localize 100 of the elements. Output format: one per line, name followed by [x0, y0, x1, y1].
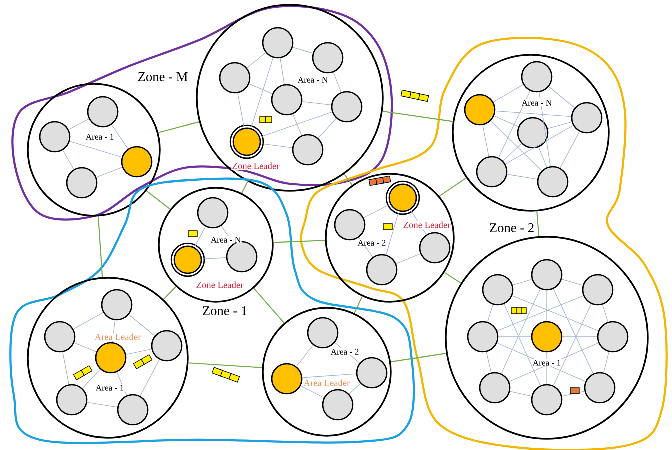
connector-line	[292, 47, 314, 54]
connector-line	[98, 216, 104, 278]
connector-line	[510, 391, 532, 397]
area-circle	[445, 236, 649, 440]
connector-line	[538, 147, 548, 168]
connector-line	[498, 336, 532, 338]
member-node	[39, 121, 71, 153]
connector-line	[560, 132, 580, 168]
connector-line	[503, 143, 522, 162]
member-node	[151, 330, 183, 362]
member-node	[482, 274, 514, 306]
connector-line	[512, 296, 599, 332]
connector-line	[504, 304, 541, 386]
member-node	[582, 274, 614, 306]
connector-line	[274, 240, 326, 244]
member-node	[262, 27, 294, 59]
connector-line	[164, 286, 176, 300]
member-node	[312, 42, 344, 74]
connector-line	[128, 314, 156, 336]
connector-line	[318, 118, 337, 139]
leader-label: Area Leader	[94, 333, 142, 341]
connector-line	[495, 110, 572, 118]
connector-line	[507, 174, 538, 180]
connector-line	[548, 86, 576, 108]
member-node	[87, 96, 119, 128]
connector-line	[96, 167, 123, 178]
member-node	[226, 241, 258, 273]
member-node	[419, 232, 451, 264]
member-node	[517, 117, 549, 149]
connector-line	[251, 58, 274, 128]
member-node	[479, 372, 511, 404]
leader-label: Zone Leader	[402, 221, 452, 229]
connector-line	[562, 391, 586, 397]
connector-line	[292, 114, 302, 136]
connector-line	[548, 122, 572, 130]
connector-line	[246, 52, 266, 68]
connector-line	[296, 345, 314, 367]
connector-line	[396, 254, 421, 264]
member-node	[307, 317, 339, 349]
connector-line	[497, 296, 584, 332]
connector-line	[604, 352, 610, 374]
connector-line	[62, 150, 74, 170]
member-node	[584, 372, 616, 404]
connector-line	[487, 304, 494, 322]
member-node	[356, 357, 388, 389]
leader-node	[230, 124, 264, 160]
area-circle	[158, 187, 274, 303]
connector-line	[82, 369, 101, 389]
connector-line	[539, 92, 551, 167]
connector-line	[74, 342, 97, 352]
leader-node	[386, 180, 420, 216]
area-circle	[262, 307, 392, 437]
connector-line	[344, 174, 353, 186]
connector-line	[140, 360, 160, 396]
connector-line	[70, 141, 122, 158]
area-label: Area - 2	[357, 239, 387, 247]
connector-line	[242, 182, 248, 194]
connector-line	[602, 304, 609, 322]
connector-line	[444, 272, 462, 284]
member-node	[322, 389, 354, 421]
member-node	[66, 167, 98, 199]
member-node	[334, 209, 366, 241]
connector-line	[111, 124, 129, 150]
leader-node	[95, 342, 127, 374]
member-node	[597, 321, 629, 353]
connector-line	[349, 383, 361, 395]
member-node	[571, 102, 603, 134]
connector-line	[62, 352, 70, 385]
area-label: Area - 1	[532, 359, 562, 367]
area-label: Area - N	[210, 236, 242, 244]
leader-label: Area Leader	[303, 379, 351, 387]
member-node	[271, 84, 303, 116]
area-circle	[27, 83, 161, 217]
leader-label: Zone Leader	[232, 162, 280, 170]
area-circle	[27, 277, 189, 439]
member-node	[219, 62, 251, 94]
connector-line	[73, 312, 104, 330]
member-node	[476, 156, 508, 188]
member-node	[537, 166, 569, 198]
connector-line	[536, 212, 540, 236]
member-node	[292, 134, 324, 166]
member-node	[101, 289, 133, 321]
connector-line	[261, 112, 333, 138]
connector-line	[262, 144, 293, 148]
area-label: Area - 2	[330, 348, 360, 356]
member-node	[531, 259, 563, 291]
area-label: Area - N	[297, 76, 329, 84]
connector-line	[490, 120, 542, 172]
connector-line	[158, 122, 200, 134]
connector-line	[68, 118, 90, 130]
member-node	[117, 394, 149, 426]
connector-line	[498, 90, 531, 158]
connector-line	[354, 296, 363, 314]
connector-line	[386, 212, 399, 256]
connector-line	[439, 178, 467, 197]
connector-line	[87, 402, 118, 408]
member-node	[331, 91, 363, 123]
connector-line	[146, 190, 171, 210]
leader-node	[170, 242, 206, 278]
member-node	[467, 321, 499, 353]
